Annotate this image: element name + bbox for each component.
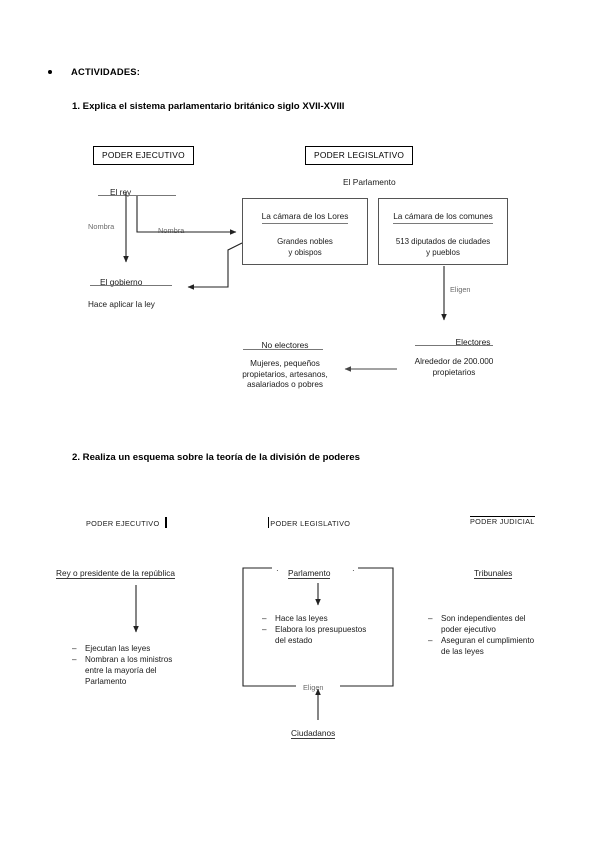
label-rey-presidente: Rey o presidente de la república (56, 568, 175, 579)
label-parlamento: Parlamento (288, 568, 331, 579)
label-el-parlamento: El Parlamento (343, 177, 396, 187)
list-executive: – Ejecutan las leyes – Nombran a los min… (72, 643, 242, 687)
list-item-text: Ejecutan las leyes (85, 644, 151, 653)
list-item: – Aseguran el cumplimiento de las leyes (428, 635, 588, 657)
underline-el-gobierno (90, 285, 172, 287)
label-tribunales-wrap: Tribunales (474, 563, 513, 581)
list-item: – Son independientes del poder ejecutivo (428, 613, 588, 635)
label-el-rey-wrap: El rey (110, 182, 131, 200)
box-camara-comunes: La cámara de los comunes 513 diputados d… (378, 198, 508, 265)
activities-label: ACTIVIDADES: (71, 66, 141, 77)
label-eligen-2: Eligen (303, 683, 324, 692)
activities-heading-row: ACTIVIDADES: (48, 66, 140, 77)
label-electores: Electores (455, 337, 491, 347)
text-hace-aplicar-la-ley: Hace aplicar la ley (88, 300, 155, 309)
list-legislative: – Hace las leyes – Elabora los presupues… (262, 613, 412, 646)
header-poder-judicial-2: PODER JUDICIAL (470, 516, 535, 526)
label-parlamento-wrap: Parlamento (288, 563, 331, 581)
box-camara-lores: La cámara de los Lores Grandes nobles y … (242, 198, 368, 265)
text-electores-body: Alrededor de 200.000 propietarios (414, 357, 494, 377)
dash-marker: – (72, 655, 77, 664)
text-no-electores-body: Mujeres, pequeños propietarios, artesano… (242, 359, 328, 389)
dash-marker: – (428, 636, 433, 645)
dot-marker-right: · (352, 566, 355, 575)
label-nombra-lores: Nombra (158, 226, 185, 235)
label-tribunales: Tribunales (474, 568, 513, 579)
label-no-electores-wrap: No electores (230, 335, 340, 353)
header-poder-ejecutivo-2: PODER EJECUTIVO (86, 517, 167, 528)
list-judicial: – Son independientes del poder ejecutivo… (428, 613, 588, 657)
list-item: – Nombran a los ministros entre la mayor… (72, 654, 242, 687)
label-rey-presidente-wrap: Rey o presidente de la república (56, 563, 175, 581)
underline-electores (415, 345, 493, 347)
list-item-text: Hace las leyes (275, 614, 328, 623)
dash-marker: – (72, 644, 77, 653)
list-item: – Hace las leyes (262, 613, 412, 624)
list-item-text: Elabora los presupuestos del estado (275, 625, 367, 645)
label-el-rey: El rey (110, 187, 132, 197)
label-eligen-comunes: Eligen (450, 285, 471, 294)
list-item: – Elabora los presupuestos del estado (262, 624, 412, 646)
arrow-rey-lores (136, 196, 237, 235)
list-item: – Ejecutan las leyes (72, 643, 242, 654)
camara-lores-body: Grandes nobles y obispos (277, 237, 333, 257)
dash-marker: – (262, 614, 267, 623)
dash-marker: – (262, 625, 267, 634)
header-poder-legislativo-2: PODER LEGISLATIVO (268, 517, 350, 528)
dot-marker-left: · (276, 566, 279, 575)
label-el-gobierno: El gobierno (100, 277, 143, 287)
exercise-1-question: 1. Explica el sistema parlamentario brit… (72, 101, 345, 112)
list-item-text: Aseguran el cumplimiento de las leyes (441, 636, 535, 656)
label-electores-wrap: Electores (418, 332, 528, 350)
camara-lores-title: La cámara de los Lores (261, 211, 349, 224)
label-nombra-gobierno: Nombra (88, 222, 115, 231)
underline-no-electores (243, 349, 323, 351)
label-ciudadanos-wrap: Ciudadanos (291, 723, 336, 741)
label-el-gobierno-wrap: El gobierno (100, 272, 142, 290)
camara-comunes-title: La cámara de los comunes (393, 211, 493, 224)
list-item-text: Son independientes del poder ejecutivo (441, 614, 526, 634)
label-ciudadanos: Ciudadanos (291, 728, 336, 739)
underline-el-rey (98, 195, 176, 197)
label-eligen-2-wrap: Eligen (298, 677, 329, 695)
bullet-icon (48, 69, 52, 74)
label-no-electores: No electores (261, 340, 309, 350)
exercise-2-question: 2. Realiza un esquema sobre la teoría de… (72, 452, 360, 463)
dash-marker: – (428, 614, 433, 623)
box-poder-ejecutivo: PODER EJECUTIVO (93, 146, 194, 165)
camara-comunes-body: 513 diputados de ciudades y pueblos (395, 237, 491, 257)
arrow-lores-gobierno (187, 242, 243, 290)
list-item-text: Nombran a los ministros entre la mayoría… (85, 655, 173, 686)
box-poder-legislativo: PODER LEGISLATIVO (305, 146, 414, 165)
